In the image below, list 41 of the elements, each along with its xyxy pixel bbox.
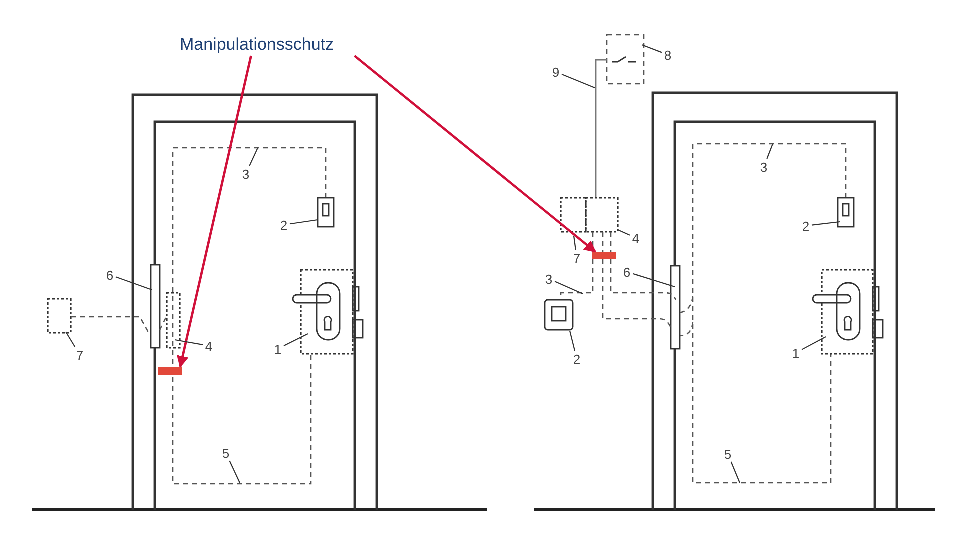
leader-line [116,276,152,291]
leader-line [802,336,826,350]
callout-number: 4 [205,340,213,352]
callout-number: 9 [552,66,560,78]
leader-line [174,339,204,346]
callout-number: 8 [664,48,672,62]
leader-line [66,332,76,348]
marker-bar [158,367,182,375]
callout-number: 3 [242,168,250,180]
arrow [354,55,596,253]
callout-number: 3 [760,160,768,174]
leader-line [290,219,318,225]
leader-line [229,460,240,484]
leader-line [562,74,596,88]
leader-line [554,281,584,294]
arrow [177,56,252,368]
callout-number: 5 [724,448,732,460]
callout-number: 6 [623,266,631,278]
callout-number: 4 [632,232,640,244]
leader-line [642,44,662,54]
callout-number: 2 [573,352,581,366]
leader-line [730,462,740,484]
callout-number: 2 [802,220,810,232]
callout-number: 2 [280,218,288,232]
leader-line [249,148,258,166]
callout-number: 3 [545,272,553,286]
leader-line [812,221,840,226]
leader-line [618,230,630,236]
callout-title: Manipulationsschutz [180,36,334,52]
leader-line [573,236,576,250]
leader-line [284,334,308,346]
callout-number: 1 [274,342,282,356]
callout-number: 7 [573,252,581,264]
callout-number: 1 [792,346,800,360]
leader-line [632,273,676,288]
callout-number: 7 [76,348,84,362]
leader-line [569,330,576,352]
callout-number: 6 [106,268,114,282]
leader-line [766,144,774,160]
callout-number: 5 [222,446,230,460]
marker-bar [592,252,616,259]
